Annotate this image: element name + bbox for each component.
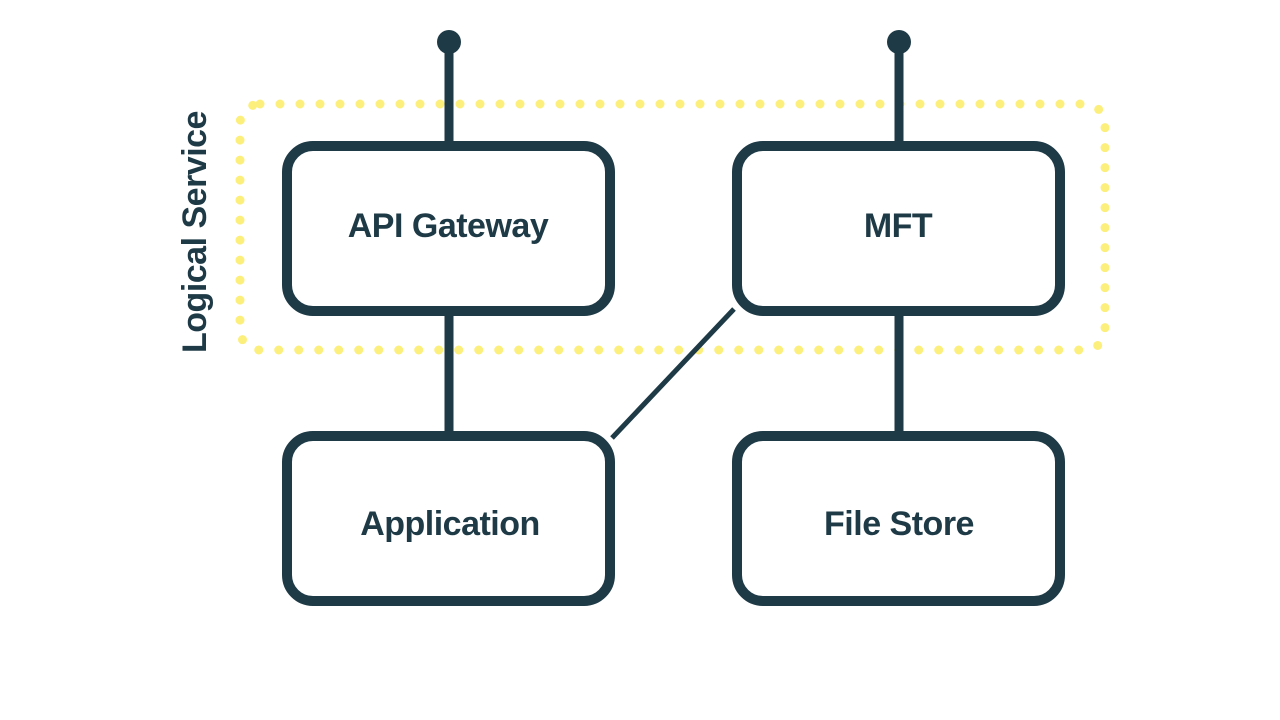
logical-service-boundary — [235, 99, 1110, 355]
node-api-gateway[interactable]: API Gateway — [282, 141, 615, 316]
node-file-store[interactable]: File Store — [732, 431, 1065, 606]
edge-external-to-api-gateway — [437, 30, 461, 146]
node-label: Application — [360, 505, 540, 543]
edge-external-to-mft — [887, 30, 911, 146]
edge-application-to-mft — [610, 307, 736, 440]
node-mft[interactable]: MFT — [732, 141, 1065, 316]
node-label: File Store — [824, 505, 974, 543]
logical-service-label: Logical Service — [176, 111, 214, 353]
node-label: API Gateway — [348, 207, 549, 245]
endpoint-ball-icon — [887, 30, 911, 54]
endpoint-ball-icon — [437, 30, 461, 54]
node-application[interactable]: Application — [282, 431, 615, 606]
node-label: MFT — [864, 207, 933, 245]
